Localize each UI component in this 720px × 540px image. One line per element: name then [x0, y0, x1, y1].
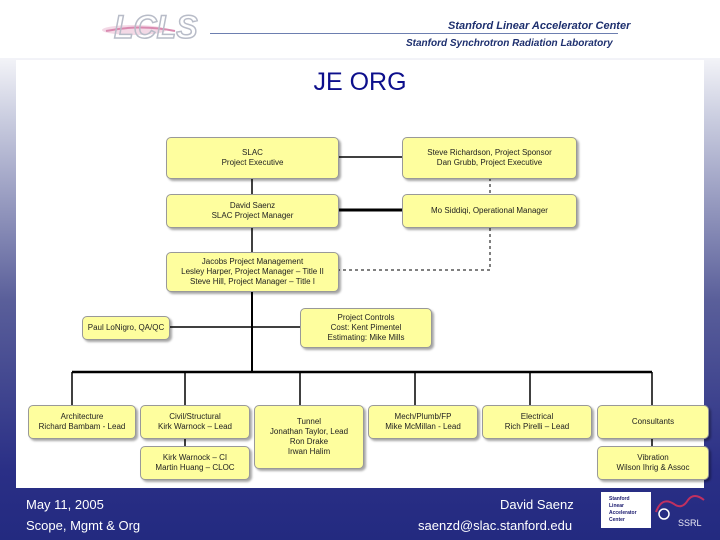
box-jacobs-project-management: Jacobs Project Management Lesley Harper,…: [166, 252, 339, 292]
stamp-line: Stanford: [609, 496, 630, 502]
slac-logo: Stanford Linear Accelerator Center: [601, 492, 651, 528]
header-rule: [210, 33, 618, 34]
footer-date: May 11, 2005: [26, 497, 104, 512]
box-line: Electrical: [520, 412, 554, 421]
box-line: Vibration: [637, 453, 669, 462]
box-civil-sub: Kirk Warnock – CI Martin Huang – CLOC: [140, 446, 250, 480]
stamp-line: Linear: [609, 503, 625, 509]
box-project-controls: Project Controls Cost: Kent Pimentel Est…: [300, 308, 432, 348]
box-architecture: Architecture Richard Bambam - Lead: [28, 405, 136, 439]
box-line: SLAC Project Manager: [211, 211, 294, 220]
box-line: Jonathan Taylor, Lead: [269, 427, 349, 436]
box-line: Lesley Harper, Project Manager – Title I…: [181, 267, 324, 276]
box-line: Dan Grubb, Project Executive: [436, 158, 543, 167]
box-line: Martin Huang – CLOC: [155, 463, 235, 472]
box-line: Kirk Warnock – CI: [162, 453, 228, 462]
lab-name-slac: Stanford Linear Accelerator Center: [448, 20, 631, 32]
lab-name-ssrl: Stanford Synchrotron Radiation Laborator…: [406, 38, 613, 49]
box-line: Architecture: [60, 412, 104, 421]
box-tunnel: Tunnel Jonathan Taylor, Lead Ron Drake I…: [254, 405, 364, 469]
box-slac-project-executive: SLAC Project Executive: [166, 137, 339, 179]
box-slac-project-manager: David Saenz SLAC Project Manager: [166, 194, 339, 228]
box-line: Mo Siddiqi, Operational Manager: [431, 206, 548, 215]
box-vibration: Vibration Wilson Ihrig & Assoc: [597, 446, 709, 480]
box-line: Richard Bambam - Lead: [38, 422, 126, 431]
box-line: Estimating: Mike Mills: [327, 333, 405, 342]
footer-email: saenzd@slac.stanford.edu: [418, 518, 573, 533]
stamp-line: Center: [609, 517, 625, 523]
box-line: Cost: Kent Pimentel: [330, 323, 402, 332]
lcls-logo: LCLS: [102, 8, 199, 46]
box-line: Steve Richardson, Project Sponsor: [427, 148, 552, 157]
box-line: SLAC: [242, 148, 263, 157]
ssrl-logo: SSRL: [655, 495, 705, 528]
box-civil-structural: Civil/Structural Kirk Warnock – Lead: [140, 405, 250, 439]
footer-presenter: David Saenz: [500, 497, 574, 512]
stamp-line: Accelerator: [609, 510, 637, 516]
box-line: Mike McMillan - Lead: [385, 422, 461, 431]
logo-text: LCLS: [114, 9, 198, 45]
box-project-sponsor: Steve Richardson, Project Sponsor Dan Gr…: [402, 137, 577, 179]
box-line: Consultants: [631, 417, 675, 426]
header-bar: LCLS Stanford Linear Accelerator Center …: [0, 0, 720, 58]
footer-topic: Scope, Mgmt & Org: [26, 518, 141, 533]
box-line: Project Controls: [337, 313, 395, 322]
ssrl-text: SSRL: [678, 518, 702, 528]
box-electrical: Electrical Rich Pirelli – Lead: [482, 405, 592, 439]
box-mech-plumb-fp: Mech/Plumb/FP Mike McMillan - Lead: [368, 405, 478, 439]
box-line: Irwan Halim: [287, 447, 331, 456]
box-line: Civil/Structural: [169, 412, 221, 421]
page-title: JE ORG: [313, 68, 407, 96]
box-line: Rich Pirelli – Lead: [504, 422, 570, 431]
box-operational-manager: Mo Siddiqi, Operational Manager: [402, 194, 577, 228]
box-line: Jacobs Project Management: [201, 257, 304, 266]
box-line: Project Executive: [221, 158, 284, 167]
box-consultants: Consultants: [597, 405, 709, 439]
box-line: David Saenz: [229, 201, 276, 210]
box-line: Kirk Warnock – Lead: [158, 422, 232, 431]
box-line: Tunnel: [296, 417, 322, 426]
box-line: Paul LoNigro, QA/QC: [87, 323, 165, 332]
box-qa-qc: Paul LoNigro, QA/QC: [82, 316, 170, 340]
box-line: Steve Hill, Project Manager – Title I: [190, 277, 315, 286]
box-line: Ron Drake: [289, 437, 329, 446]
box-line: Wilson Ihrig & Assoc: [616, 463, 690, 472]
box-line: Mech/Plumb/FP: [394, 412, 452, 421]
